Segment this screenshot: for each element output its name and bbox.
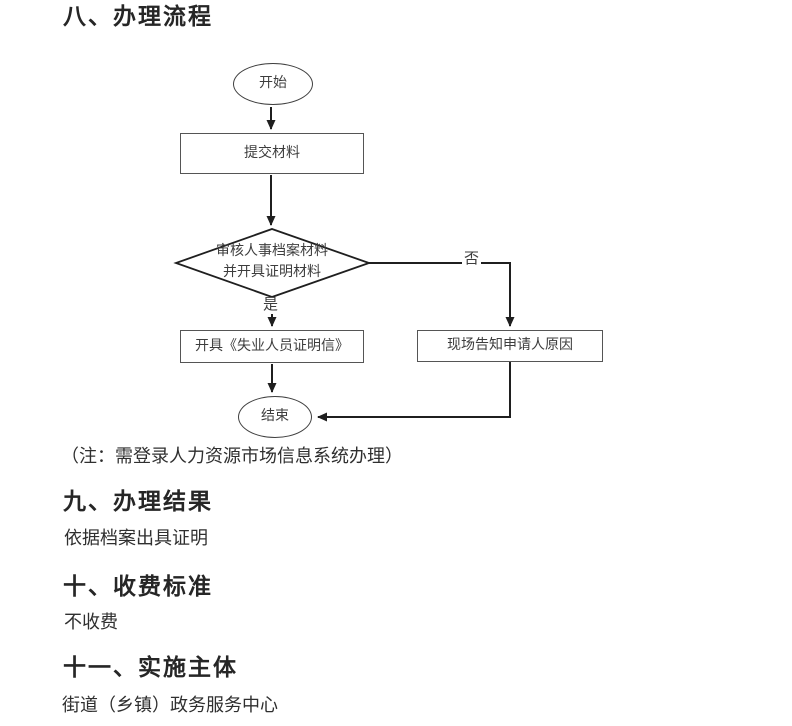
section-heading-implementer: 十一、实施主体 — [63, 654, 238, 680]
flow-node-end-label: 结束 — [261, 409, 289, 425]
section-heading-fee: 十、收费标准 — [63, 573, 213, 599]
flow-node-submit-label: 提交材料 — [244, 145, 300, 161]
flow-node-decision-label: 审核人事档案材料 并开具证明材料 — [187, 241, 357, 283]
flow-node-submit: 提交材料 — [180, 133, 364, 174]
flow-node-start-label: 开始 — [259, 76, 287, 92]
flowchart-connectors — [173, 107, 515, 422]
arrow-inform-to-end — [317, 362, 511, 422]
flow-node-issue-label: 开具《失业人员证明信》 — [195, 338, 349, 354]
flow-node-inform-label: 现场告知申请人原因 — [447, 338, 573, 354]
decision-label-line1: 审核人事档案材料 — [216, 244, 328, 259]
result-body: 依据档案出具证明 — [64, 528, 208, 548]
flow-node-end: 结束 — [238, 396, 312, 438]
flow-node-issue: 开具《失业人员证明信》 — [180, 330, 364, 363]
flow-node-inform: 现场告知申请人原因 — [417, 330, 603, 362]
branch-label-yes: 是 — [261, 297, 281, 314]
fee-body: 不收费 — [64, 612, 118, 632]
arrow-decision-to-inform — [369, 262, 515, 327]
decision-label-line2: 并开具证明材料 — [223, 265, 321, 280]
flow-node-start: 开始 — [233, 63, 313, 105]
section-heading-process-flow: 八、办理流程 — [63, 3, 213, 29]
implementer-body: 街道（乡镇）政务服务中心 — [62, 695, 278, 715]
branch-label-no: 否 — [462, 251, 482, 268]
section-heading-result: 九、办理结果 — [63, 488, 213, 514]
process-note: （注：需登录人力资源市场信息系统办理） — [61, 446, 403, 466]
